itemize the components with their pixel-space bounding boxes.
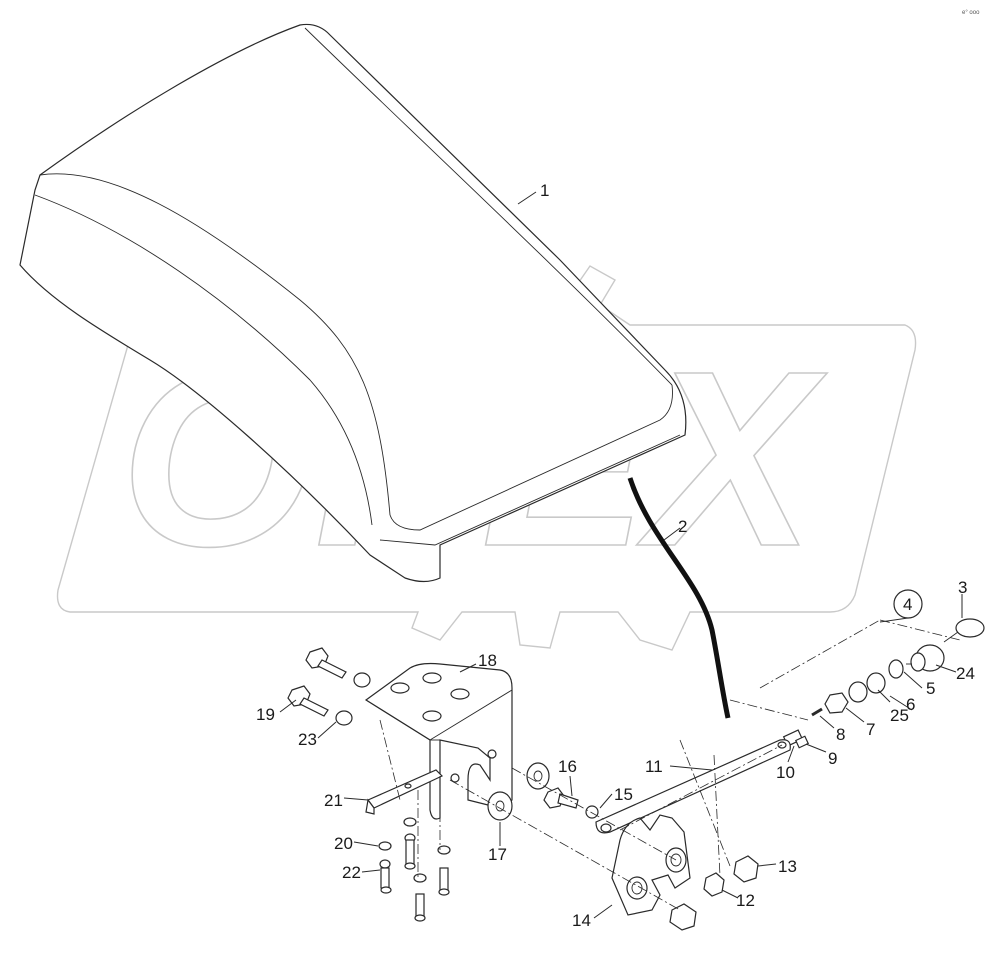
seat-rim [389, 384, 673, 531]
washer-part-6 [848, 681, 868, 703]
callout-8: 8 [836, 725, 845, 744]
callout-11: 11 [645, 757, 663, 776]
leader-lines [279, 191, 963, 919]
callout-10: 10 [776, 763, 795, 782]
seat-part-1 [19, 23, 687, 583]
callout-25: 25 [890, 706, 909, 725]
callout-5: 5 [926, 679, 935, 698]
bolt-part-19 [287, 685, 329, 717]
callout-labels: 1 2 3 4 5 6 7 8 9 10 11 12 13 14 15 16 1… [256, 181, 975, 930]
callout-12: 12 [736, 891, 755, 910]
callout-23: 23 [298, 730, 317, 749]
washer-part-25 [866, 672, 886, 694]
seat-top-edge [39, 173, 391, 516]
callout-3: 3 [958, 578, 967, 597]
callout-20: 20 [334, 834, 353, 853]
callout-13: 13 [778, 857, 797, 876]
callout-22: 22 [342, 863, 361, 882]
link-arm-part-11 [595, 739, 791, 834]
seat-back-ridge [304, 27, 673, 386]
washer-part-23 [335, 710, 353, 726]
washer-upper [353, 672, 371, 688]
callout-9: 9 [828, 749, 837, 768]
nut-part-7 [824, 692, 849, 714]
callout-18: 18 [478, 651, 497, 670]
callout-7: 7 [866, 720, 875, 739]
seat-rim-inner [379, 434, 681, 546]
callout-1: 1 [540, 181, 549, 200]
alignment-lines [379, 619, 961, 911]
callout-2: 2 [678, 517, 687, 536]
seat-side-edge [34, 194, 373, 526]
nut-part-13 [733, 855, 759, 883]
callout-16: 16 [558, 757, 577, 776]
nut-part-12 [703, 872, 725, 897]
callout-14: 14 [572, 911, 591, 930]
nut-bottom [669, 903, 697, 931]
bushing-part-16 [543, 787, 579, 809]
callout-15: 15 [614, 785, 633, 804]
bushing-part-17 [487, 762, 550, 821]
latch-plate-part-14 [611, 814, 691, 916]
watermark-gear-outline [56, 257, 917, 651]
lock-cylinder-part-24 [906, 644, 945, 672]
bolt-part-19-upper [305, 647, 347, 679]
bolt-part-22-group [378, 817, 451, 922]
callout-4-circle [893, 589, 923, 619]
callout-21: 21 [324, 791, 343, 810]
key-part-3 [943, 618, 985, 643]
seat-body [19, 23, 687, 583]
callout-17: 17 [488, 845, 507, 864]
strip-part-21 [365, 769, 444, 815]
cable-part-2 [627, 477, 731, 719]
corner-mark: e° ooo [962, 10, 980, 16]
washer-part-20 [378, 841, 392, 851]
callout-19: 19 [256, 705, 275, 724]
lock-assembly [782, 618, 985, 749]
pin-part-8 [811, 707, 823, 717]
callout-4: 4 [903, 595, 912, 614]
washer-part-15 [585, 805, 599, 819]
callout-24: 24 [956, 664, 975, 683]
callout-6: 6 [906, 695, 915, 714]
washer-part-5 [888, 659, 904, 679]
